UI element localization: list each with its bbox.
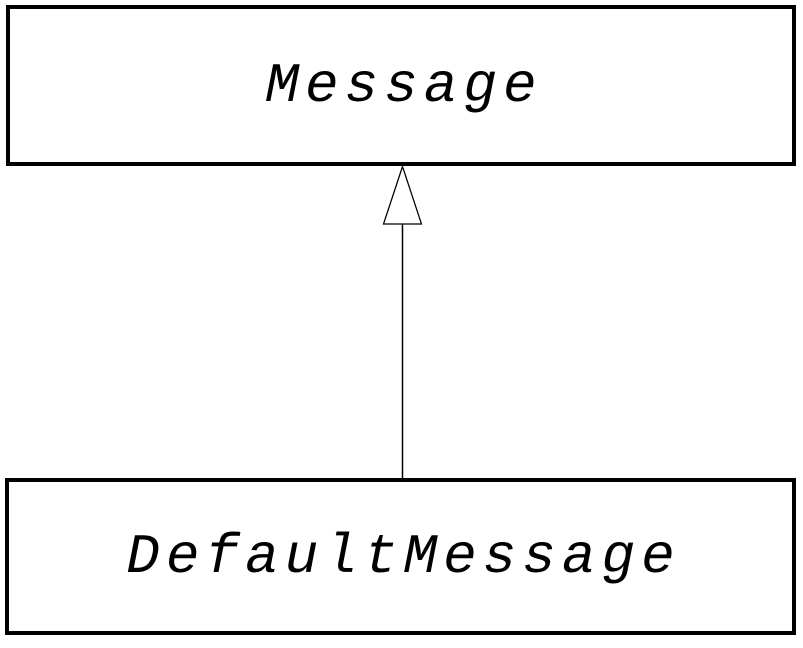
class-name-defaultmessage: DefaultMessage [126, 524, 681, 589]
class-box-message: Message [6, 5, 796, 166]
class-box-defaultmessage: DefaultMessage [5, 478, 796, 635]
class-name-message: Message [265, 53, 543, 118]
hollow-triangle-arrowhead-icon [382, 164, 423, 225]
